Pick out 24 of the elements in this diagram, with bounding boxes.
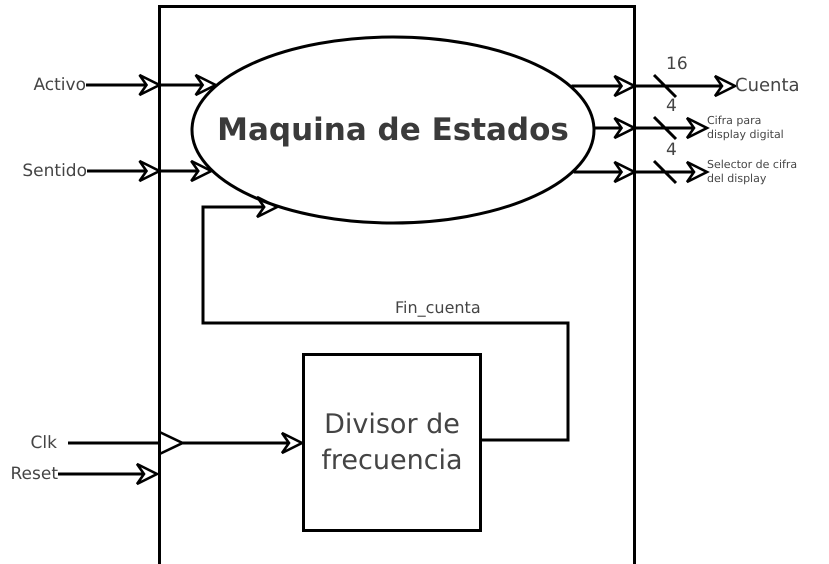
edge-label: 4	[666, 98, 677, 115]
signal-arrow	[572, 74, 736, 98]
signal-arrow	[68, 431, 302, 455]
signal-arrow	[202, 196, 570, 442]
signal-arrow	[86, 74, 216, 96]
signal-name: Cuenta	[735, 74, 815, 98]
state-machine-ellipse	[190, 35, 596, 225]
block-title: Maquina de Estados	[217, 112, 569, 148]
system-block	[158, 5, 636, 564]
edge-label: 4	[666, 142, 677, 159]
signal-arrow	[574, 160, 710, 184]
signal-name: Sentido	[4, 160, 87, 182]
signal-arrow	[594, 116, 710, 140]
signal-name: Selector de cifra del display	[707, 158, 817, 188]
process-box	[302, 353, 482, 532]
signal-name: Activo	[8, 74, 86, 96]
edge-label: 16	[666, 56, 688, 73]
signal-name: Clk	[20, 432, 68, 454]
signal-arrow	[87, 160, 212, 182]
edge-label: Fin_cuenta	[395, 300, 481, 316]
signal-arrow	[58, 462, 158, 486]
signal-name: Cifra para display digital	[707, 114, 803, 144]
signal-name: Reset	[0, 463, 58, 485]
block-label: Divisor de frecuencia	[320, 408, 464, 478]
